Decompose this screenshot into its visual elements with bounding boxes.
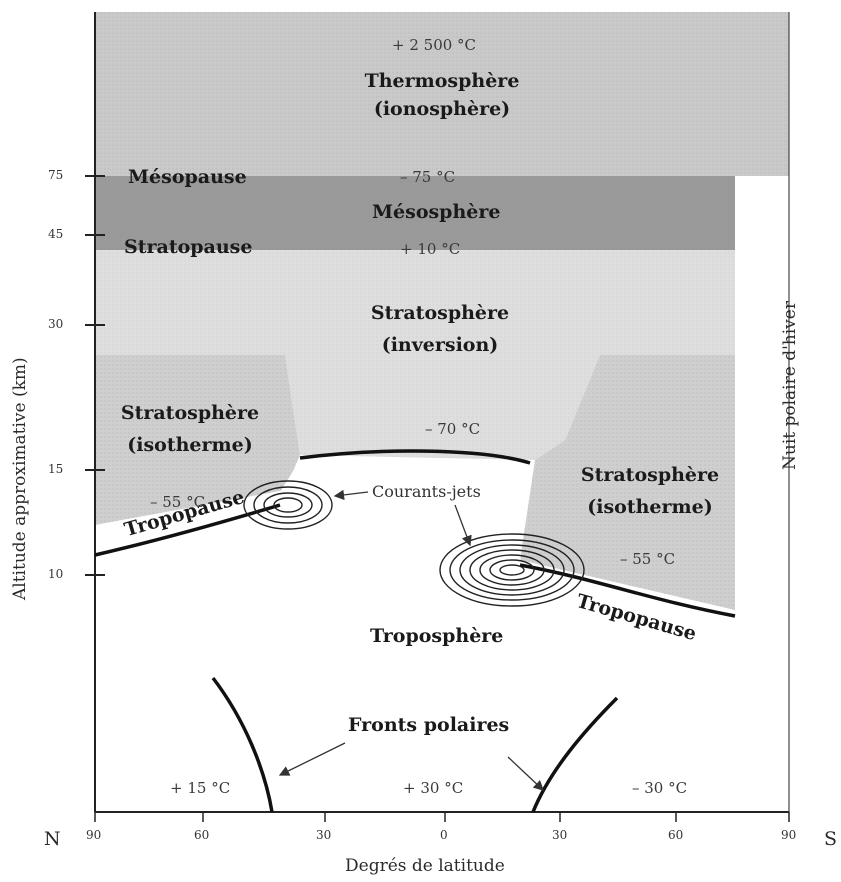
x-tick-30-s: 30: [552, 828, 568, 842]
mesopause-label: Mésopause: [128, 166, 247, 188]
north-label: N: [44, 828, 61, 850]
jets-annotation: Courants-jets: [372, 482, 481, 501]
polar-night-label: Nuit polaire d'hiver: [780, 301, 800, 470]
jets-arrow-left: [333, 489, 369, 501]
polar-front-right: [531, 696, 619, 813]
stratosphere-isotherme-left-label: Stratosphère (isotherme): [120, 402, 260, 456]
temp-surface-mid: + 30 °C: [403, 779, 464, 797]
fronts-arrow-right: [507, 756, 544, 791]
temp-thermosphere: + 2 500 °C: [392, 36, 477, 54]
x-tick-60-n: 60: [194, 828, 210, 842]
y-tick-10: 10: [48, 567, 64, 581]
temp-mesopause: – 75 °C: [400, 168, 456, 186]
y-tick-30: 30: [48, 317, 64, 331]
jets-arrow-right: [454, 504, 472, 547]
temp-stratopause: + 10 °C: [400, 240, 461, 258]
temp-surface-left: + 15 °C: [170, 779, 231, 797]
temp-tropopause-mid: – 70 °C: [425, 420, 481, 438]
temp-surface-right: – 30 °C: [632, 779, 688, 797]
mesosphere-label: Mésosphère: [372, 201, 501, 223]
polar-front-left: [211, 676, 274, 813]
y-axis-label: Altitude approximative (km): [10, 357, 30, 600]
temp-left-jet: – 55 °C: [150, 493, 206, 511]
fronts-arrow-left: [278, 742, 346, 776]
y-tick-75: 75: [48, 168, 64, 182]
thermosphere-label: Thermosphère (ionosphère): [364, 70, 520, 120]
temp-right-jet: – 55 °C: [620, 550, 676, 568]
jet-stream-left: [243, 480, 333, 530]
y-tick-15: 15: [48, 462, 64, 476]
x-tick-60-s: 60: [668, 828, 684, 842]
troposphere-area: [95, 460, 735, 812]
x-tick-90-s: 90: [781, 828, 797, 842]
tropopause-right-line: [519, 563, 736, 618]
x-tick-0: 0: [440, 828, 448, 842]
tropopause-top-line: [299, 449, 531, 465]
jet-stream-right: [439, 533, 585, 607]
south-label: S: [824, 828, 838, 850]
troposphere-label: Troposphère: [370, 625, 504, 647]
fronts-annotation: Fronts polaires: [348, 714, 510, 736]
tropopause-left-line: [94, 503, 281, 557]
y-tick-45: 45: [48, 227, 64, 241]
x-tick-30-n: 30: [316, 828, 332, 842]
stratosphere-isotherme-right-label: Stratosphère (isotherme): [580, 464, 720, 518]
stratosphere-inversion-label: Stratosphère (inversion): [370, 302, 510, 356]
stratopause-label: Stratopause: [124, 236, 253, 258]
x-tick-90-n: 90: [86, 828, 102, 842]
x-axis-label: Degrés de latitude: [345, 856, 505, 876]
